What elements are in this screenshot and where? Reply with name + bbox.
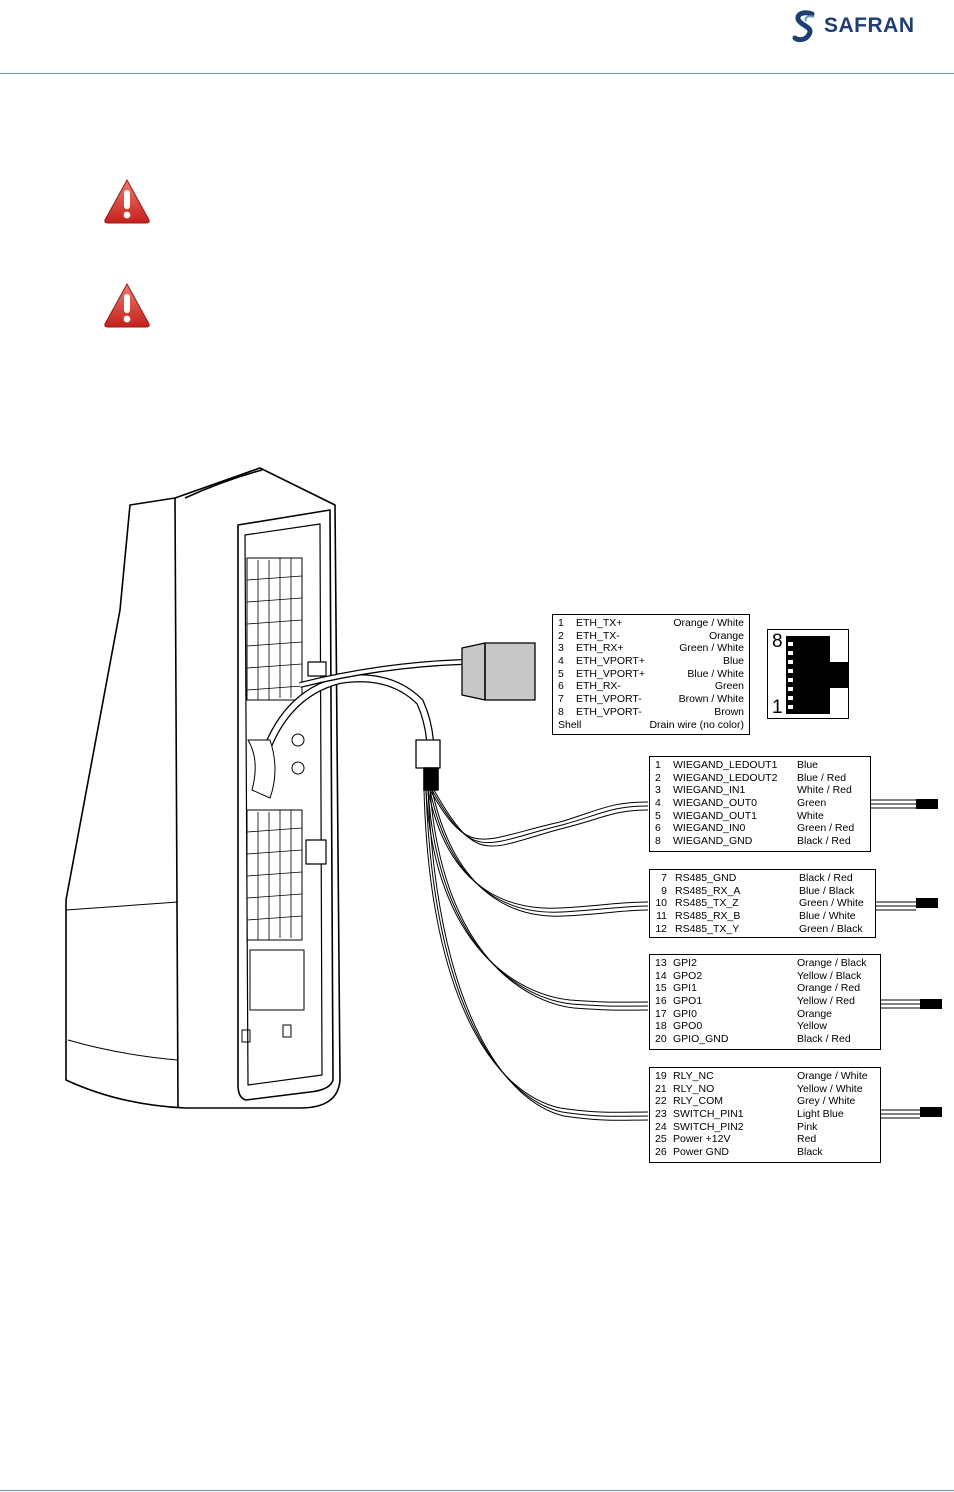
wire-end xyxy=(916,898,938,908)
warning-icon xyxy=(104,282,150,328)
reader-device-diagram xyxy=(65,467,920,1121)
wire-end xyxy=(916,799,938,809)
footer-divider xyxy=(0,1490,954,1491)
header-divider xyxy=(0,73,954,74)
safran-logo-icon xyxy=(792,10,815,43)
warning-icon xyxy=(104,178,150,224)
safran-logo: SAFRAN xyxy=(792,10,922,44)
rj45-connector-icon: 8 1 xyxy=(767,629,849,719)
pin-8-label: 8 xyxy=(772,631,783,652)
pin-1-label: 1 xyxy=(772,697,783,718)
logo-text: SAFRAN xyxy=(824,14,915,37)
rj45-socket-shape xyxy=(786,636,848,714)
wire-end xyxy=(920,1107,942,1117)
wire-end xyxy=(920,999,942,1009)
